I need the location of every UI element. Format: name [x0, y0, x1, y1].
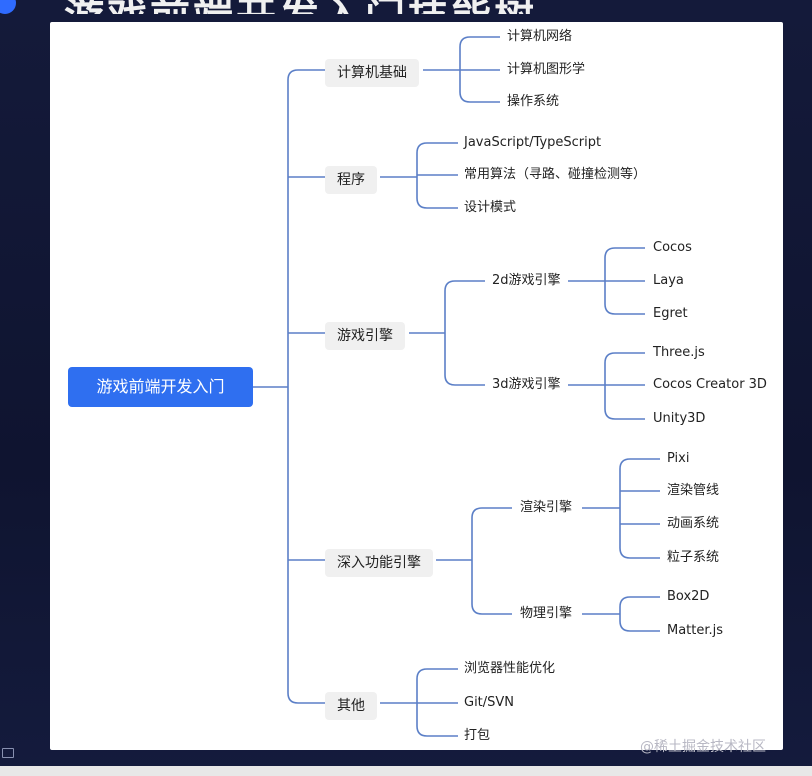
leaf-node[interactable]: Unity3D — [653, 411, 706, 426]
root-node[interactable]: 游戏前端开发入门 — [68, 367, 253, 407]
group-node-physics-engine[interactable]: 物理引擎 — [520, 606, 573, 621]
branch-node-advanced-engine[interactable]: 深入功能引擎 — [325, 549, 433, 577]
leaf-node[interactable]: 浏览器性能优化 — [464, 661, 556, 676]
title-bullet-icon — [0, 0, 16, 14]
bottom-bar — [0, 766, 812, 776]
leaf-node[interactable]: 动画系统 — [667, 516, 720, 531]
group-node-render-engine[interactable]: 渲染引擎 — [520, 500, 573, 515]
branch-node-game-engine[interactable]: 游戏引擎 — [325, 322, 405, 350]
leaf-node[interactable]: 计算机网络 — [507, 29, 573, 44]
group-node-3d-engine[interactable]: 3d游戏引擎 — [492, 377, 561, 392]
leaf-node[interactable]: Git/SVN — [464, 695, 515, 710]
leaf-node[interactable]: 操作系统 — [507, 94, 560, 109]
leaf-node[interactable]: 计算机图形学 — [507, 62, 586, 77]
branch-node-programming[interactable]: 程序 — [325, 166, 377, 194]
leaf-node[interactable]: 打包 — [464, 728, 491, 743]
leaf-node[interactable]: 常用算法（寻路、碰撞检测等） — [464, 167, 647, 182]
branch-node-other[interactable]: 其他 — [325, 692, 377, 720]
leaf-node[interactable]: Pixi — [667, 451, 690, 466]
leaf-node[interactable]: Laya — [653, 273, 684, 288]
leaf-node[interactable]: Egret — [653, 306, 688, 321]
group-node-2d-engine[interactable]: 2d游戏引擎 — [492, 273, 561, 288]
leaf-node[interactable]: Cocos — [653, 240, 692, 255]
leaf-node[interactable]: JavaScript/TypeScript — [464, 135, 602, 150]
branch-node-computer-basics[interactable]: 计算机基础 — [325, 59, 419, 87]
page-title: 游戏前端开发入门技能树 — [64, 0, 537, 14]
leaf-node[interactable]: 设计模式 — [464, 200, 517, 215]
leaf-node[interactable]: 粒子系统 — [667, 550, 720, 565]
leaf-node[interactable]: Matter.js — [667, 623, 724, 638]
leaf-node[interactable]: 渲染管线 — [667, 483, 720, 498]
window-icon — [2, 748, 14, 758]
leaf-node[interactable]: Three.js — [653, 345, 705, 360]
leaf-node[interactable]: Cocos Creator 3D — [653, 377, 767, 392]
watermark: @稀土掘金技术社区 — [640, 739, 766, 755]
leaf-node[interactable]: Box2D — [667, 589, 710, 604]
